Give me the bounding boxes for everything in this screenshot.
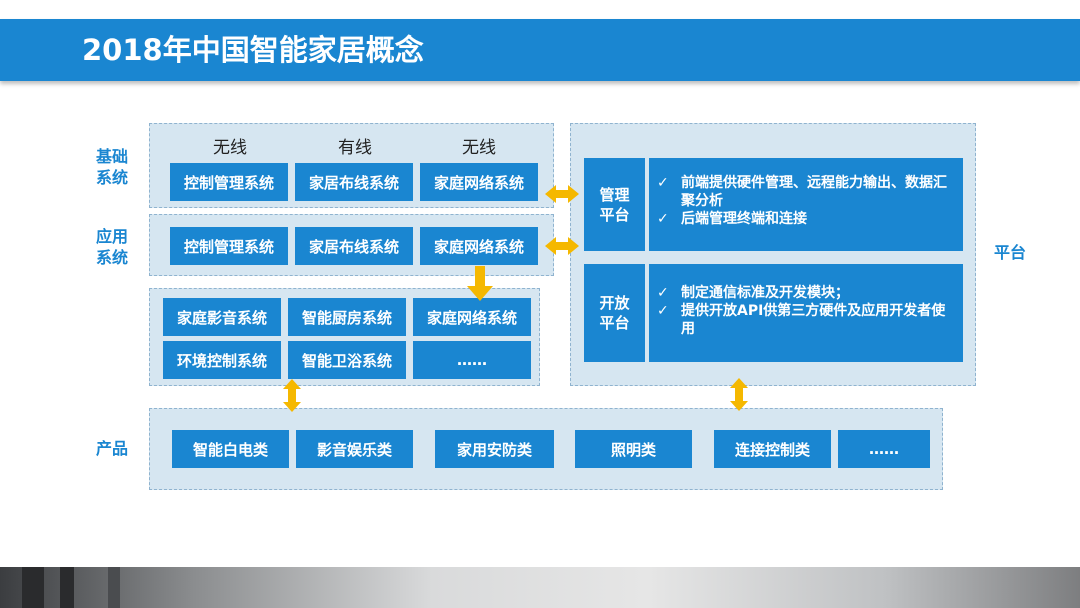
- photo-window-frame: [108, 567, 120, 608]
- interior-photo: [0, 567, 1080, 608]
- app-home-network-system: 家庭网络系统: [420, 227, 538, 265]
- page-title: 2018年中国智能家居概念: [82, 33, 424, 67]
- photo-window-frame: [22, 567, 44, 608]
- check-icon: ✓: [657, 285, 669, 301]
- product-lighting: 照明类: [575, 430, 692, 468]
- column-header-wireless-1: 无线: [213, 138, 247, 158]
- subsystem-smart-kitchen: 智能厨房系统: [288, 298, 406, 336]
- label-basic-system: 基础 系统: [95, 147, 128, 187]
- basic-home-network-system: 家庭网络系统: [420, 163, 538, 201]
- management-platform-description: ✓前端提供硬件管理、远程能力输出、数据汇聚分析 ✓后端管理终端和连接: [649, 158, 963, 251]
- label-application-system: 应用 系统: [95, 227, 128, 267]
- open-platform-label: 开放 平台: [584, 264, 645, 362]
- app-home-wiring-system: 家居布线系统: [295, 227, 413, 265]
- subsystem-smart-bathroom: 智能卫浴系统: [288, 341, 406, 379]
- management-item-1: ✓前端提供硬件管理、远程能力输出、数据汇聚分析: [657, 175, 947, 209]
- check-icon: ✓: [657, 303, 669, 319]
- basic-control-management-system: 控制管理系统: [170, 163, 288, 201]
- title-bar: [0, 19, 1080, 81]
- product-home-security: 家用安防类: [435, 430, 554, 468]
- open-item-1: ✓制定通信标准及开发模块；: [657, 285, 849, 301]
- product-connection-control: 连接控制类: [714, 430, 831, 468]
- management-platform-label: 管理 平台: [584, 158, 645, 251]
- subsystem-home-av: 家庭影音系统: [163, 298, 281, 336]
- basic-home-wiring-system: 家居布线系统: [295, 163, 413, 201]
- open-item-2: ✓提供开放API供第三方硬件及应用开发者使用: [657, 303, 946, 337]
- label-product: 产品: [95, 439, 128, 458]
- check-icon: ✓: [657, 211, 669, 227]
- product-entertainment: 影音娱乐类: [296, 430, 413, 468]
- column-header-wired: 有线: [338, 138, 372, 158]
- management-item-2: ✓后端管理终端和连接: [657, 211, 807, 227]
- product-white-goods: 智能白电类: [172, 430, 289, 468]
- app-control-management-system: 控制管理系统: [170, 227, 288, 265]
- subsystem-environment-control: 环境控制系统: [163, 341, 281, 379]
- subsystem-home-network: 家庭网络系统: [413, 298, 531, 336]
- column-header-wireless-2: 无线: [462, 138, 496, 158]
- subsystem-more: ……: [413, 341, 531, 379]
- label-platform: 平台: [993, 243, 1026, 262]
- check-icon: ✓: [657, 175, 669, 191]
- product-more: ……: [838, 430, 930, 468]
- open-platform-description: ✓制定通信标准及开发模块； ✓提供开放API供第三方硬件及应用开发者使用: [649, 264, 963, 362]
- photo-window-frame: [60, 567, 74, 608]
